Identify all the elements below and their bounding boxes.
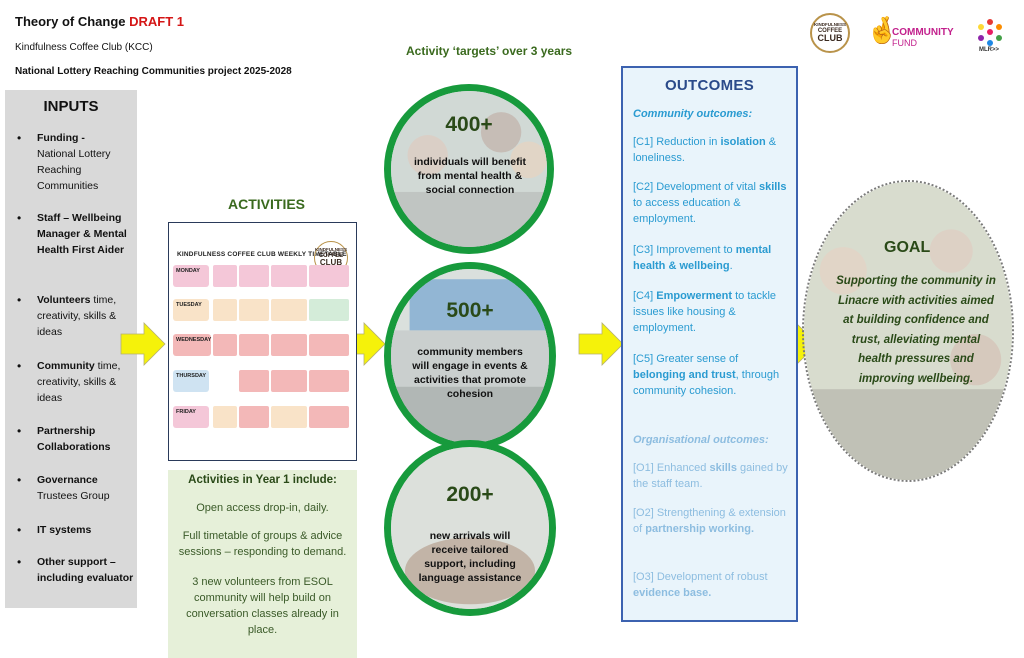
timetable-day-wednesday: WEDNESDAY — [173, 334, 211, 356]
year1-item: Full timetable of groups & advice sessio… — [178, 530, 347, 558]
input-item: Community time, creativity, skills & ide… — [17, 358, 137, 406]
timetable-day-monday: MONDAY — [173, 265, 209, 287]
timetable-day-thursday: THURSDAY — [173, 370, 209, 392]
targets-heading: Activity ‘targets’ over 3 years — [406, 44, 573, 58]
target-caption: individuals will benefit from mental hea… — [413, 156, 526, 196]
timetable-day-friday: FRIDAY — [173, 406, 209, 428]
organisational-outcomes-heading: Organisational outcomes: — [633, 434, 769, 446]
community-outcomes-heading: Community outcomes: — [633, 108, 753, 120]
target-caption: community members will engage in events … — [412, 346, 528, 400]
target-circle-500: 500+ community members will engage in ev… — [384, 262, 556, 450]
outcomes-heading: OUTCOMES — [664, 77, 755, 94]
title-text: Theory of Change — [15, 14, 126, 29]
photo-background — [391, 91, 547, 247]
community-fund-logo: 🤞 COMMUNITY FUND — [866, 15, 954, 48]
target-circle-400: 400+ individuals will benefit from menta… — [384, 84, 554, 254]
outcome-o2: [O2] Strengthening & extension of partne… — [633, 507, 786, 535]
year1-item: 3 new volunteers from ESOL community wil… — [186, 576, 339, 636]
outcome-c5: [C5] Greater sense of belonging and trus… — [633, 353, 780, 397]
year1-item: Open access drop-in, daily. — [196, 502, 329, 514]
photo-background — [804, 182, 1012, 480]
organisation-name: Kindfulness Coffee Club (KCC) — [15, 42, 153, 53]
inputs-heading: INPUTS — [43, 98, 99, 115]
target-circle-200: 200+ new arrivals will receive tailored … — [384, 440, 556, 616]
inputs-panel: INPUTS Funding -National Lottery Reachin… — [5, 90, 137, 608]
page-title: Theory of Change DRAFT 1 — [15, 14, 184, 29]
timetable-day-tuesday: TUESDAY — [173, 299, 209, 321]
outcome-c2: [C2] Development of vital skills to acce… — [633, 181, 787, 225]
input-item: Other support – including evaluator — [17, 554, 137, 586]
input-item: Staff – Wellbeing Manager & Mental Healt… — [17, 210, 137, 258]
input-item: Funding -National Lottery Reaching Commu… — [17, 130, 137, 194]
timetable-title: KINDFULNESS COFFEE CLUB WEEKLY TIMETABLE — [177, 251, 347, 258]
target-number: 200+ — [446, 483, 494, 506]
photo-background — [391, 447, 549, 609]
year1-activities-box: Activities in Year 1 include: Open acces… — [168, 470, 357, 658]
target-number: 400+ — [445, 113, 493, 136]
photo-background — [391, 269, 549, 443]
input-item: Volunteers time, creativity, skills & id… — [17, 292, 137, 340]
mlr-people-icon — [978, 19, 1002, 46]
project-name: National Lottery Reaching Communities pr… — [15, 66, 292, 77]
draft-label: DRAFT 1 — [129, 14, 185, 29]
activities-heading: ACTIVITIES — [228, 196, 306, 212]
target-number: 500+ — [446, 299, 494, 322]
goal-text: Supporting the community in Linacre with… — [836, 275, 996, 385]
outcome-c4: [C4] Empowerment to tackle issues like h… — [633, 290, 777, 334]
goal-ellipse — [802, 180, 1014, 482]
arrow-right-icon — [578, 322, 624, 366]
input-item: Partnership Collaborations — [17, 423, 137, 455]
target-caption: new arrivals will receive tailored suppo… — [418, 530, 522, 584]
mlr-logo: MLR>> — [975, 17, 1005, 57]
year1-heading: Activities in Year 1 include: — [188, 474, 337, 486]
outcome-c1: [C1] Reduction in isolation & loneliness… — [633, 136, 777, 164]
outcome-c3: [C3] Improvement to mental health & well… — [633, 244, 772, 272]
outcome-o3: [O3] Development of robust evidence base… — [633, 571, 768, 599]
kcc-logo: KINDFULNESS COFFEE CLUB — [810, 13, 850, 53]
crossed-fingers-icon: 🤞 — [866, 15, 899, 45]
weekly-timetable-image: KINDFULNESS COFFEE CLUB WEEKLY TIMETABLE… — [168, 222, 357, 461]
outcomes-panel: OUTCOMES Community outcomes: [C1] Reduct… — [621, 66, 798, 622]
goal-heading: GOAL — [884, 239, 931, 256]
input-item: IT systems — [17, 522, 137, 538]
outcome-o1: [O1] Enhanced skills gained by the staff… — [633, 462, 788, 490]
arrow-right-icon — [120, 322, 166, 366]
